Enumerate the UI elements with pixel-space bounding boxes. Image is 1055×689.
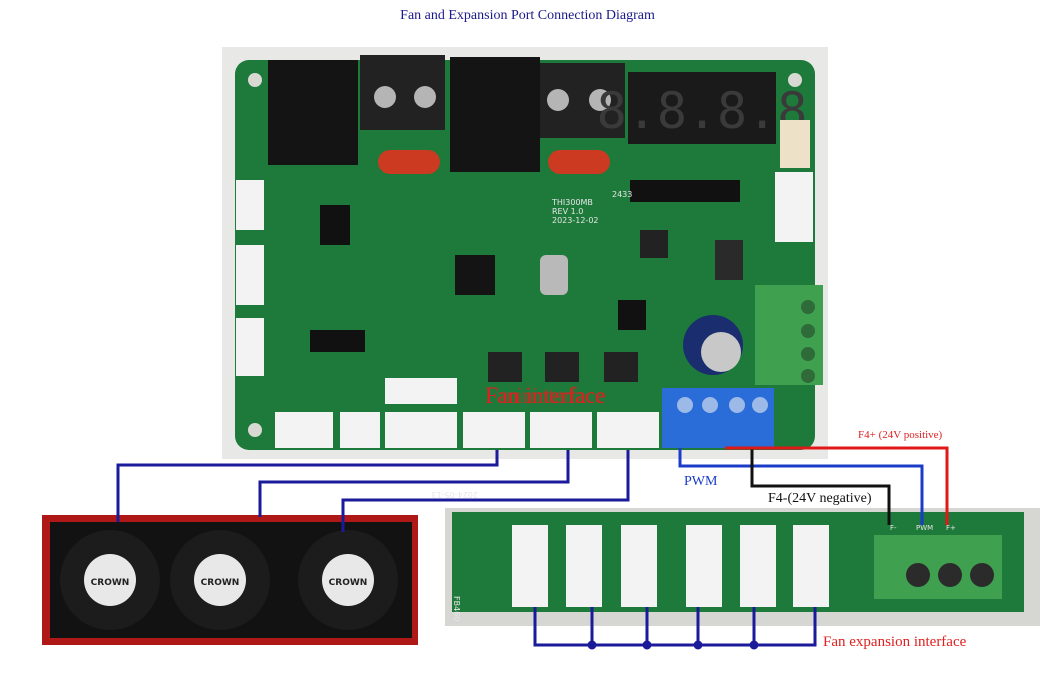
fan-interface-label: Fan interface xyxy=(485,383,606,408)
svg-text:8.8.8.8: 8.8.8.8 xyxy=(597,82,808,140)
svg-text:F+: F+ xyxy=(946,524,956,532)
screw-terminal-1 xyxy=(360,55,445,130)
svg-text:CROWN: CROWN xyxy=(329,578,368,588)
fan-assembly: CROWN CROWN CROWN xyxy=(42,515,418,645)
expansion-connector-5 xyxy=(740,525,776,607)
svg-text:F-: F- xyxy=(890,524,897,532)
pwm-label: PWM xyxy=(684,474,718,489)
svg-text:2433: 2433 xyxy=(612,190,632,199)
f4-negative-label: F4-(24V negative) xyxy=(768,491,872,506)
wire-fan-2 xyxy=(258,450,570,517)
wire-pwm xyxy=(678,448,924,525)
wire-fan-3 xyxy=(341,450,630,532)
connector-a xyxy=(385,378,457,404)
connector-d xyxy=(385,412,457,448)
connector-c xyxy=(340,412,380,448)
relay-1 xyxy=(268,60,358,165)
fan-interface-overlap-label: Fanininterface xyxy=(485,383,605,408)
diagram-title: Fan and Expansion Port Connection Diagra… xyxy=(400,8,655,23)
main-control-board: 8.8.8.8 xyxy=(222,47,828,459)
f4-positive-label: F4+ (24V positive) xyxy=(858,429,943,441)
expansion-connector-4 xyxy=(686,525,722,607)
svg-text:REV 1.0: REV 1.0 xyxy=(552,207,583,216)
wire-f4-negative xyxy=(750,448,891,525)
wire-expansion-bus xyxy=(533,607,817,650)
svg-text:PWM: PWM xyxy=(916,524,933,532)
expansion-connector-3 xyxy=(621,525,657,607)
svg-text:2024-05-13: 2024-05-13 xyxy=(432,490,479,499)
screw-terminal-2 xyxy=(540,63,625,138)
wire-f4-positive xyxy=(725,446,949,525)
connector-b xyxy=(275,412,333,448)
expansion-board: 2024-05-13 FB460 F- PWM F+ xyxy=(432,490,1040,626)
fan-connector-2 xyxy=(530,412,592,448)
svg-text:THI300MB: THI300MB xyxy=(551,198,593,207)
wire-fan-1 xyxy=(116,450,499,522)
expansion-connector-6 xyxy=(793,525,829,607)
expansion-connector-2 xyxy=(566,525,602,607)
svg-text:CROWN: CROWN xyxy=(91,578,130,588)
seven-segment-display: 8.8.8.8 xyxy=(597,72,808,144)
relay-2 xyxy=(450,57,540,172)
svg-text:CROWN: CROWN xyxy=(201,578,240,588)
expansion-connector-1 xyxy=(512,525,548,607)
fan-connector-1 xyxy=(463,412,525,448)
svg-text:FB460: FB460 xyxy=(452,596,461,621)
svg-text:2023-12-02: 2023-12-02 xyxy=(552,216,599,225)
fan-connector-3 xyxy=(597,412,659,448)
fan-output-terminal xyxy=(662,388,774,448)
fan-expansion-interface-label: Fan expansion interface xyxy=(823,634,967,650)
